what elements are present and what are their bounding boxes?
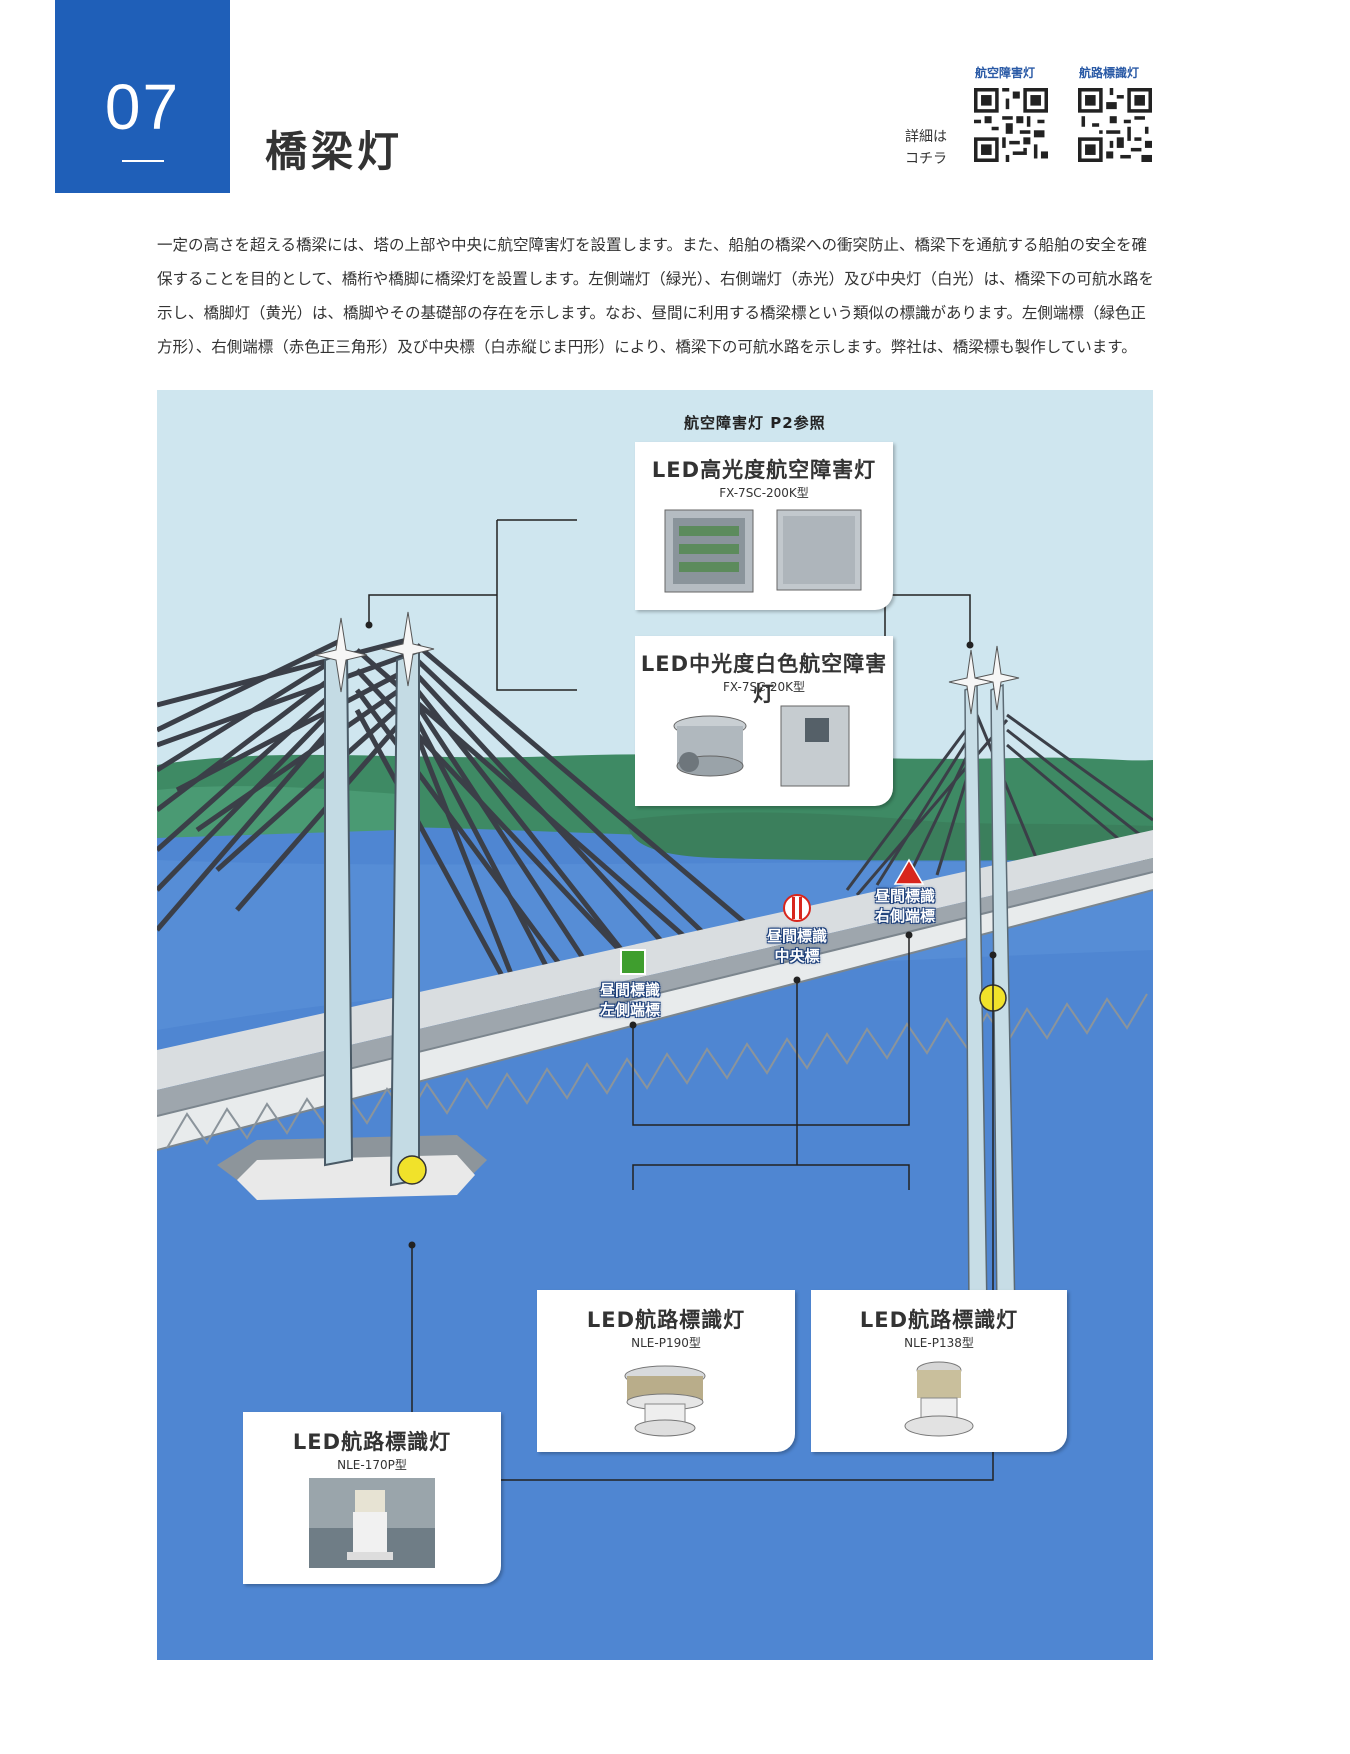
- qr-label-aviation: 航空障害灯: [975, 66, 1036, 80]
- qr-code-aviation[interactable]: [974, 88, 1048, 162]
- product-title: LED航路標識灯: [859, 1308, 1019, 1332]
- product-photo-nle-p138: [904, 1361, 974, 1437]
- section-number-underline: [122, 160, 164, 162]
- qr-code-navigation[interactable]: [1078, 88, 1152, 162]
- product-title: LED航路標識灯: [292, 1430, 452, 1454]
- product-model: NLE-P190型: [631, 1336, 701, 1350]
- product-photo-controller-closed: [776, 509, 862, 591]
- product-photo-nle-p190: [624, 1365, 706, 1437]
- day-mark-center-label: 昼間標識 中央標: [767, 927, 828, 965]
- section-number: 07: [104, 71, 181, 143]
- section-number-block: 07: [55, 0, 230, 193]
- day-mark-left-label: 昼間標識 左側端標: [600, 981, 661, 1019]
- product-photo-control-box: [780, 705, 850, 787]
- product-model: FX-7SC-200K型: [719, 486, 809, 500]
- intro-paragraph: 一定の高さを超える橋梁には、塔の上部や中央に航空障害灯を設置します。また、船舶の…: [157, 236, 1154, 356]
- product-card-medium-intensity: LED中光度白色航空障害灯 FX-7SC-20K型: [635, 636, 893, 806]
- qr-note-line-1: 詳細は: [905, 129, 947, 145]
- qr-note: 詳細は コチラ: [905, 126, 947, 170]
- product-model: NLE-170P型: [337, 1458, 407, 1472]
- bridge-diagram: 航空障害灯 P2参照 LED高光度航空障害灯 FX-7SC-200K型 LED中…: [157, 390, 1153, 1660]
- page-title: 橋梁灯: [265, 127, 404, 176]
- product-model: NLE-P138型: [904, 1336, 974, 1350]
- product-card-nle-170p: LED航路標識灯 NLE-170P型: [243, 1412, 501, 1584]
- product-title: LED中光度白色航空障害灯: [640, 652, 888, 706]
- aviation-ref-label: 航空障害灯 P2参照: [684, 414, 826, 432]
- product-photo-nle-170p: [309, 1478, 435, 1568]
- product-card-nle-p138: LED航路標識灯 NLE-P138型: [811, 1290, 1067, 1452]
- product-title: LED高光度航空障害灯: [651, 458, 877, 482]
- product-card-high-intensity: LED高光度航空障害灯 FX-7SC-200K型: [635, 442, 893, 610]
- product-title: LED航路標識灯: [586, 1308, 746, 1332]
- product-model: FX-7SC-20K型: [723, 680, 805, 694]
- product-photo-controller-open: [664, 509, 754, 593]
- product-photo-strobe-light: [673, 715, 747, 777]
- qr-note-line-2: コチラ: [905, 151, 947, 167]
- day-mark-right-label: 昼間標識 右側端標: [875, 887, 936, 925]
- qr-label-navigation: 航路標識灯: [1079, 66, 1140, 80]
- product-card-nle-p190: LED航路標識灯 NLE-P190型: [537, 1290, 795, 1452]
